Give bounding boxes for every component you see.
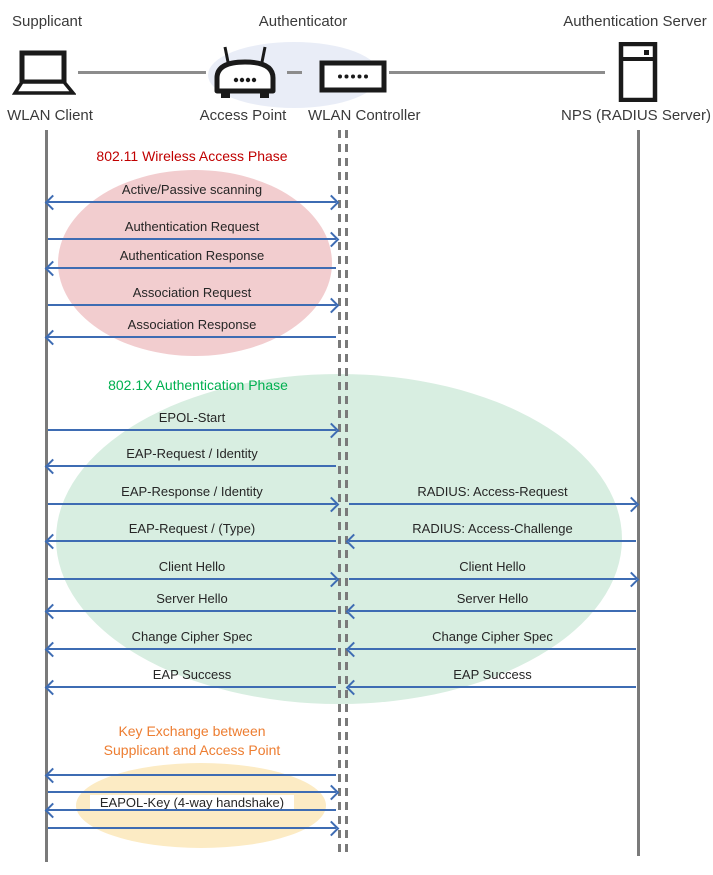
access-point-icon xyxy=(214,46,276,98)
arrow-right-icon xyxy=(48,578,336,580)
msg-radius-access-request: RADIUS: Access-Request xyxy=(349,484,636,505)
wlan-controller-icon xyxy=(319,60,387,93)
arrow-left-icon xyxy=(48,610,336,612)
msg-active-passive-scanning: Active/Passive scanning xyxy=(48,182,336,203)
arrow-right-icon xyxy=(48,238,336,240)
eapol-key-arrow-2 xyxy=(48,791,336,793)
actor-role-auth-server: Authentication Server xyxy=(563,13,707,30)
eapol-key-arrow-3 xyxy=(48,809,336,811)
arrow-right-icon xyxy=(48,304,336,306)
device-label-nps: NPS (RADIUS Server) xyxy=(560,107,712,124)
lifeline-wlan-client xyxy=(45,130,48,862)
actor-role-authenticator: Authenticator xyxy=(258,13,348,30)
arrow-right-icon xyxy=(48,429,336,431)
msg-association-response: Association Response xyxy=(48,317,336,338)
msg-authentication-response: Authentication Response xyxy=(48,248,336,269)
lifeline-wlan-controller-right xyxy=(345,130,348,852)
msg-eap-success-right: EAP Success xyxy=(349,667,636,688)
connector-line-ap-wlc xyxy=(287,71,302,74)
phase3-title: Key Exchange between Supplicant and Acce… xyxy=(48,722,336,760)
phase3-title-line1: Key Exchange between xyxy=(118,723,266,739)
connector-line-client-ap xyxy=(78,71,206,74)
msg-server-hello-right: Server Hello xyxy=(349,591,636,612)
msg-association-request: Association Request xyxy=(48,285,336,306)
arrow-left-icon xyxy=(48,267,336,269)
msg-change-cipher-spec-right: Change Cipher Spec xyxy=(349,629,636,650)
device-label-wlan-controller: WLAN Controller xyxy=(308,107,421,124)
arrow-right-icon xyxy=(48,503,336,505)
phase3-title-line2: Supplicant and Access Point xyxy=(103,742,281,758)
msg-radius-access-challenge: RADIUS: Access-Challenge xyxy=(349,521,636,542)
arrow-right-icon xyxy=(349,578,636,580)
msg-eap-request-identity: EAP-Request / Identity xyxy=(48,446,336,467)
phase2-title: 802.1X Authentication Phase xyxy=(108,377,288,393)
eapol-key-arrow-1 xyxy=(48,774,336,776)
arrow-left-icon xyxy=(349,610,636,612)
server-icon xyxy=(618,42,658,102)
msg-client-hello-left: Client Hello xyxy=(48,559,336,580)
eapol-key-label: EAPOL-Key (4-way handshake) xyxy=(48,794,336,810)
arrow-right-icon xyxy=(349,503,636,505)
msg-eap-success-left: EAP Success xyxy=(48,667,336,688)
device-label-wlan-client: WLAN Client xyxy=(7,107,93,124)
lifeline-nps xyxy=(637,130,640,856)
connector-line-wlc-server xyxy=(389,71,605,74)
actor-role-supplicant: Supplicant xyxy=(12,13,83,30)
laptop-icon xyxy=(12,50,76,95)
device-label-access-point: Access Point xyxy=(199,107,287,124)
phase1-title: 802.11 Wireless Access Phase xyxy=(96,148,288,164)
arrow-left-icon xyxy=(48,648,336,650)
msg-change-cipher-spec-left: Change Cipher Spec xyxy=(48,629,336,650)
msg-server-hello-left: Server Hello xyxy=(48,591,336,612)
arrow-left-icon xyxy=(349,686,636,688)
lifeline-wlan-controller-left xyxy=(338,130,341,852)
msg-eap-request-type: EAP-Request / (Type) xyxy=(48,521,336,542)
msg-eap-response-identity: EAP-Response / Identity xyxy=(48,484,336,505)
arrow-left-icon xyxy=(48,540,336,542)
eapol-key-arrow-4 xyxy=(48,827,336,829)
msg-epol-start: EPOL-Start xyxy=(48,410,336,431)
msg-client-hello-right: Client Hello xyxy=(349,559,636,580)
arrow-both-icon xyxy=(48,201,336,203)
arrow-left-icon xyxy=(48,686,336,688)
arrow-left-icon xyxy=(48,336,336,338)
arrow-left-icon xyxy=(349,648,636,650)
msg-authentication-request: Authentication Request xyxy=(48,219,336,240)
arrow-left-icon xyxy=(48,465,336,467)
arrow-left-icon xyxy=(349,540,636,542)
